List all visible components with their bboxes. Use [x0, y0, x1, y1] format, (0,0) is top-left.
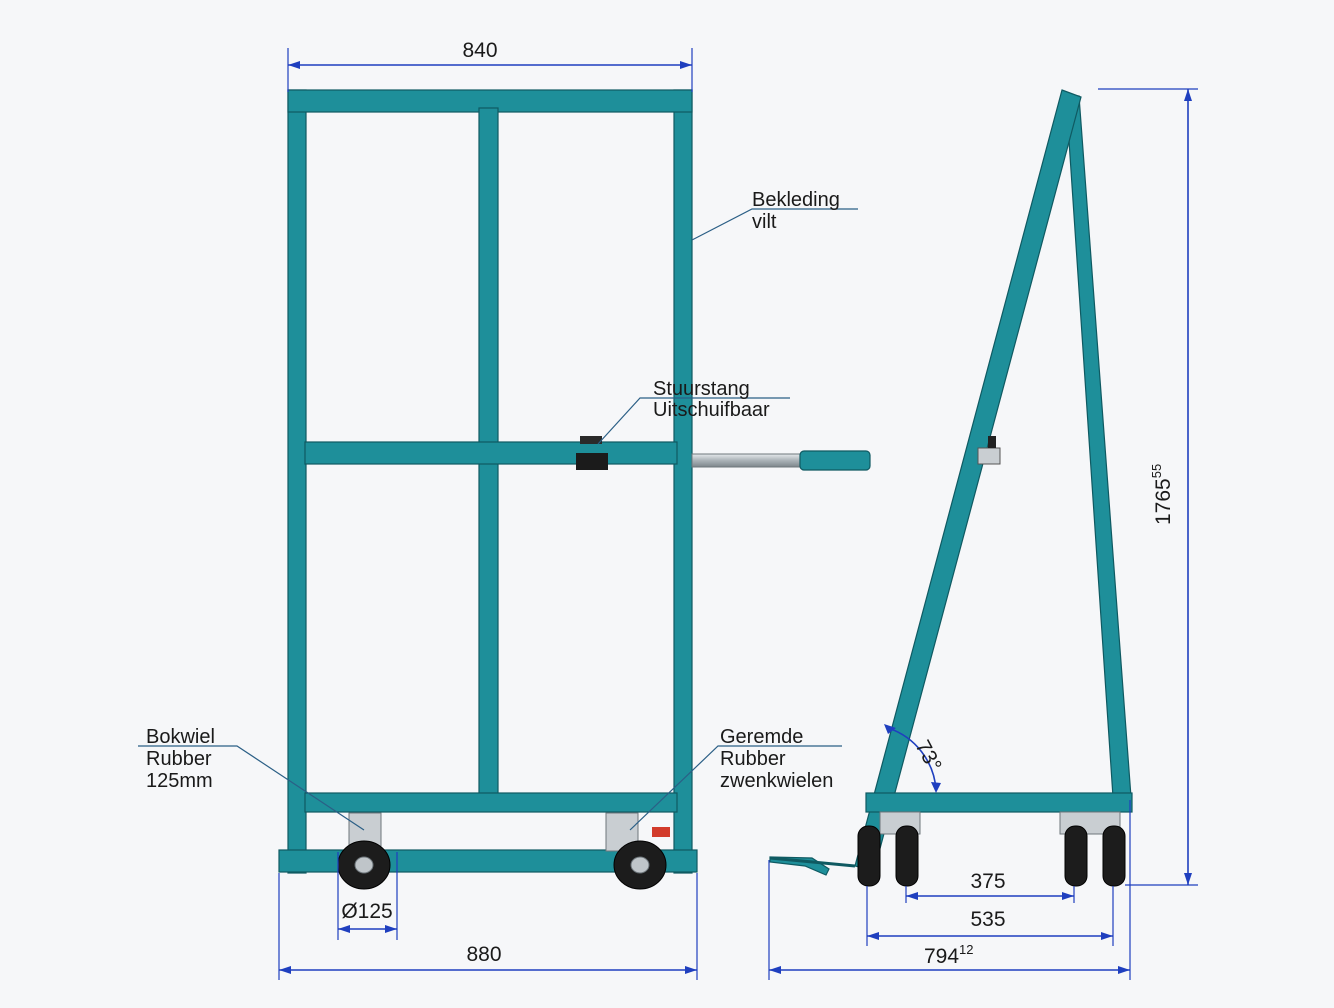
- dim-125-arrow-l: [338, 925, 350, 933]
- dim-880-arrow-l: [279, 966, 291, 974]
- leader-bokwiel: [138, 745, 365, 831]
- angle-arrow-1: [884, 724, 896, 734]
- front-left-post: [287, 89, 307, 874]
- dim-794-arrow-r: [1118, 966, 1130, 974]
- leader-geremde: [629, 745, 842, 831]
- hub-right: [630, 856, 650, 874]
- clamp-knob: [580, 436, 602, 444]
- side-wheel-3: [1064, 825, 1088, 887]
- dim-880-arrow-r: [685, 966, 697, 974]
- leader-stuurstang: [597, 397, 790, 445]
- dim-535-label: 535: [970, 908, 1005, 931]
- angle-label: 73°: [911, 737, 946, 776]
- side-wheel-1: [857, 825, 881, 887]
- dim-h-arrow-t: [1184, 89, 1192, 101]
- label-geremde-3: zwenkwielen: [720, 770, 833, 792]
- steering-grip: [799, 450, 871, 471]
- dim-840-arrow-r: [680, 61, 692, 69]
- label-bokwiel-2: Rubber: [146, 748, 212, 770]
- dim-794-arrow-l: [769, 966, 781, 974]
- dimensions: 840 880 Ø125 176555 375 5: [278, 39, 1198, 980]
- label-geremde-2: Rubber: [720, 748, 786, 770]
- label-bekleding-1: Bekleding: [752, 189, 840, 211]
- front-view: [278, 89, 871, 890]
- dim-375-arrow-l: [906, 892, 918, 900]
- side-front-leg: [854, 89, 1082, 872]
- side-bottom-rail: [865, 792, 1133, 813]
- dim-125-arrow-r: [385, 925, 397, 933]
- side-wheel-2: [895, 825, 919, 887]
- brake-lever: [652, 827, 670, 837]
- side-rear-leg: [1065, 95, 1132, 798]
- hub-left: [354, 856, 374, 874]
- dim-840-arrow-l: [288, 61, 300, 69]
- label-geremde-1: Geremde: [720, 726, 803, 748]
- dim-375-arrow-r: [1062, 892, 1074, 900]
- label-bokwiel-3: 125mm: [146, 770, 213, 792]
- side-clamp-knob: [988, 436, 996, 448]
- dim-h-arrow-b: [1184, 873, 1192, 885]
- dim-880-label: 880: [466, 943, 501, 966]
- dim-535-arrow-r: [1101, 932, 1113, 940]
- side-wheels: [857, 811, 1126, 887]
- side-view: 73°: [769, 89, 1133, 887]
- dim-height-main: 1765: [1152, 478, 1175, 525]
- dim-794-label: 79412: [924, 942, 974, 968]
- front-middle-rail: [304, 441, 678, 465]
- label-stuurstang-2: Uitschuifbaar: [653, 399, 770, 421]
- side-clamp: [977, 447, 1001, 465]
- dim-794-sup: 12: [959, 942, 973, 957]
- side-wheel-4: [1102, 825, 1126, 887]
- callouts: Bekleding vilt Stuurstang Uitschuifbaar …: [138, 189, 858, 831]
- steering-bar: [691, 453, 805, 468]
- dim-840-label: 840: [462, 39, 497, 62]
- dim-794-main: 794: [924, 945, 959, 968]
- side-foot-edge: [769, 856, 856, 868]
- dim-125-label: Ø125: [341, 900, 392, 923]
- angle-arc: [887, 727, 937, 791]
- dim-535-arrow-l: [867, 932, 879, 940]
- front-right-post: [673, 89, 693, 874]
- steering-clamp: [576, 453, 608, 470]
- dim-375-label: 375: [970, 870, 1005, 893]
- dim-height-label: 176555: [1149, 464, 1175, 525]
- label-bekleding-2: vilt: [752, 211, 777, 233]
- label-bokwiel-1: Bokwiel: [146, 726, 215, 748]
- front-lower-rail: [304, 792, 678, 813]
- dim-height-sup: 55: [1149, 464, 1164, 478]
- angle-arrow-2: [931, 782, 941, 793]
- leader-bekleding: [691, 208, 858, 241]
- label-stuurstang-1: Stuurstang: [653, 378, 750, 400]
